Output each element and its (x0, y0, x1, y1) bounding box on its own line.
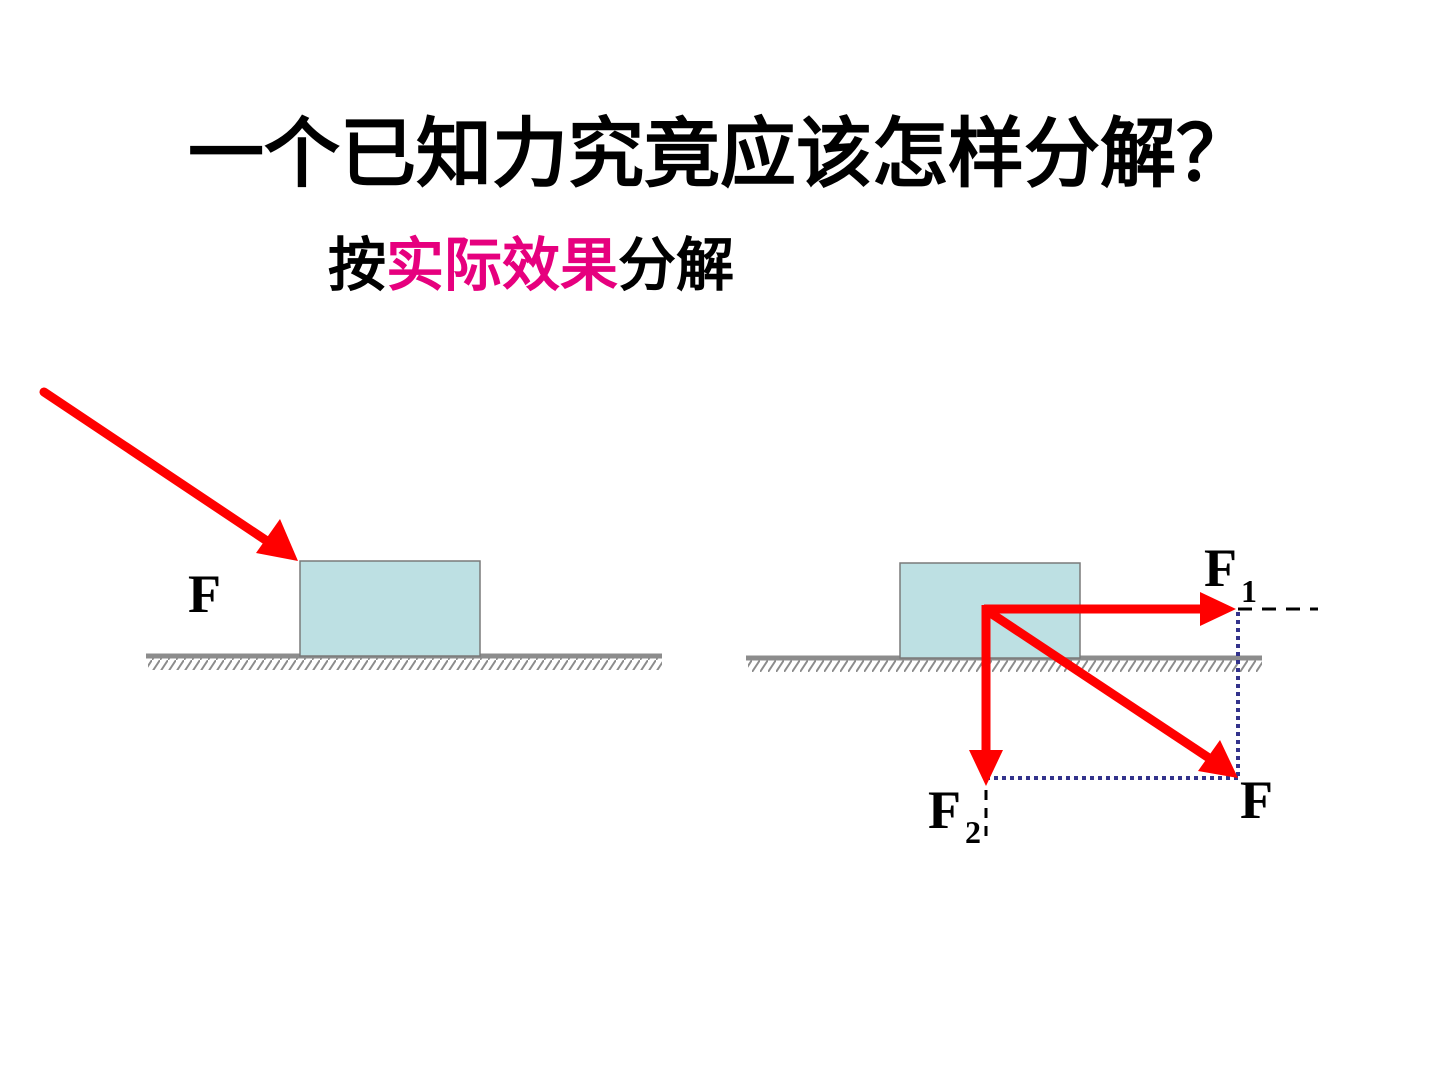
left-force-label: F (188, 564, 221, 624)
resultant-force-label: F (1240, 770, 1273, 830)
right-diagram: F 1 F 2 F (746, 538, 1318, 850)
left-block (299, 560, 481, 657)
component-f2-arrow (969, 605, 1003, 786)
f2-label: F 2 (928, 780, 981, 850)
resultant-force-arrow (983, 606, 1238, 778)
component-f1-arrow (984, 592, 1236, 626)
slide-subtitle: 按实际效果分解 (328, 218, 734, 302)
left-diagram: F (39, 387, 662, 670)
f2-letter: F (928, 780, 961, 840)
f1-subscript: 1 (1241, 573, 1257, 609)
subtitle-highlight: 实际效果 (386, 231, 619, 299)
left-force-arrow (39, 387, 298, 561)
subtitle-suffix: 分解 (618, 231, 735, 299)
f2-subscript: 2 (965, 814, 981, 850)
subtitle-prefix: 按 (328, 231, 387, 299)
f1-label: F 1 (1204, 538, 1257, 609)
f1-letter: F (1204, 538, 1237, 598)
slide-title: 一个已知力究竟应该怎样分解？ (188, 109, 1252, 198)
